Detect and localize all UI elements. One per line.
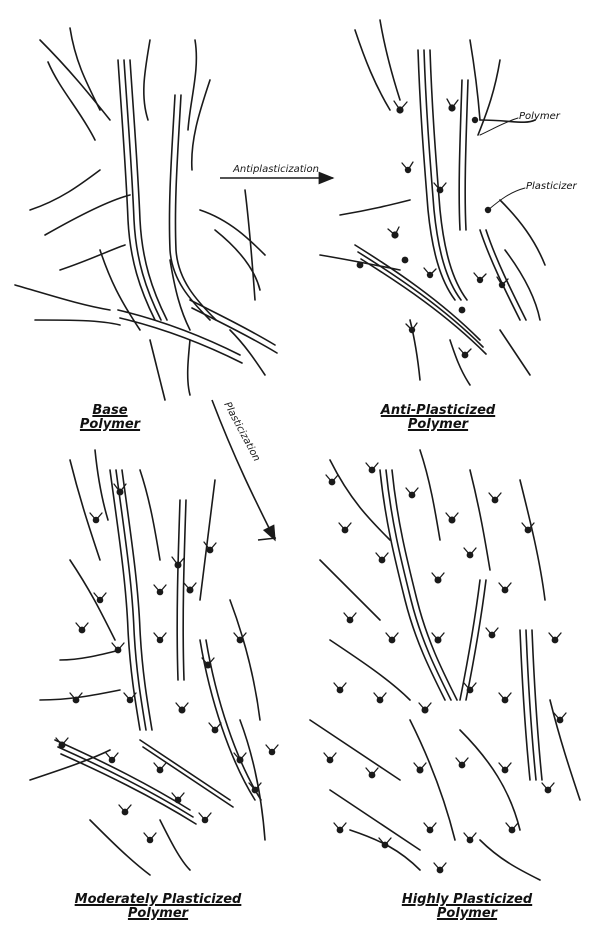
antiplasticization-arrow-label: Antiplasticization: [232, 164, 319, 175]
base-polymer-caption: Base Polymer: [70, 404, 150, 431]
high-caption-line1: Highly Plasticized: [372, 893, 562, 907]
base-chain-bundle: [118, 60, 277, 363]
anti-caption-line2: Polymer: [368, 418, 508, 432]
moderate-caption-line1: Moderately Plasticized: [58, 893, 258, 907]
anti-caption-line1: Anti-Plasticized: [368, 404, 508, 418]
base-caption-line2: Polymer: [70, 418, 150, 432]
anti-chain-bundle: [355, 50, 526, 354]
anti-plasticized-panel: [320, 20, 545, 385]
moderately-plasticized-panel: [30, 450, 278, 875]
highly-plasticized-caption: Highly Plasticized Polymer: [372, 893, 562, 920]
base-polymer-panel: [15, 28, 277, 400]
plasticization-arrow-label: Plasticization: [221, 400, 262, 463]
high-free-chains: [310, 450, 580, 880]
anti-free-chains: [320, 20, 545, 385]
base-caption-line1: Base: [70, 404, 150, 418]
plasticizer-callout: Plasticizer: [526, 181, 577, 192]
moderate-free-chains: [30, 450, 265, 875]
anti-plasticized-caption: Anti-Plasticized Polymer: [368, 404, 508, 431]
anti-plasticizer-stems: [388, 99, 508, 355]
polymer-callout: Polymer: [519, 111, 560, 122]
moderate-plasticizer-stems: [56, 484, 278, 840]
moderate-plasticizer-molecules: [59, 489, 276, 844]
highly-plasticized-panel: [310, 450, 580, 880]
high-caption-line2: Polymer: [372, 907, 562, 921]
plasticization-arrow: [212, 400, 276, 540]
moderately-plasticized-caption: Moderately Plasticized Polymer: [58, 893, 258, 920]
high-plasticizer-stems: [324, 463, 566, 870]
high-chain-bundle: [380, 470, 542, 780]
moderate-caption-line2: Polymer: [58, 907, 258, 921]
